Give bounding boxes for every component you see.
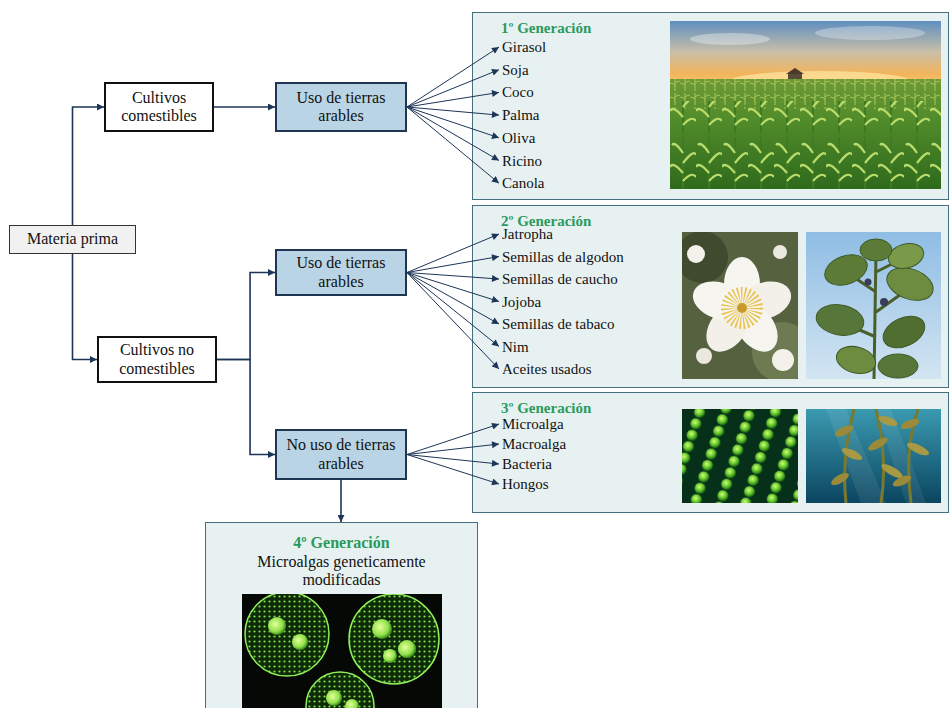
box-label: Materia prima (27, 230, 118, 248)
item-label: Semillas de tabaco (502, 315, 614, 333)
feedstock-item: Aceites usados (502, 360, 592, 378)
volvox-colonies (245, 594, 439, 708)
box-label: Cultivos comestibles (112, 89, 206, 126)
flower (688, 257, 796, 360)
feedstock-item: Jatropha (502, 225, 553, 243)
box-label: Uso de tierras arables (283, 89, 399, 126)
connector-arrow (214, 106, 275, 108)
box-label: Uso de tierras arables (283, 254, 399, 291)
generation-heading: 3º Generación (501, 399, 591, 417)
item-label: Hongos (502, 475, 549, 493)
generation-panel: 3º GeneraciónMicroalgaMacroalgaBacteriaH… (472, 392, 949, 513)
feedstock-item: Semillas de tabaco (502, 315, 614, 333)
feedstock-item: Macroalga (502, 435, 566, 453)
feedstock-item: Microalga (502, 415, 564, 433)
cornfield-photo (670, 21, 941, 189)
microalgae-photo (682, 409, 798, 503)
box-label: No uso de tierras arables (283, 436, 399, 473)
source-box: Materia prima (9, 225, 136, 254)
generation-heading: 1º Generación (501, 19, 591, 37)
generation-panel: 2º GeneraciónJatrophaSemillas de algodon… (472, 205, 949, 388)
item-label: Nim (502, 338, 529, 356)
item-label: Semillas de caucho (502, 270, 618, 288)
land-use-box: No uso de tierras arables (275, 429, 407, 480)
connector-arrow (217, 360, 275, 455)
item-label: Oliva (502, 129, 535, 147)
generation-heading: 4º Generación (293, 534, 389, 552)
item-label: Jatropha (502, 225, 553, 243)
item-label: Ricino (502, 152, 542, 170)
flower-photo (682, 232, 798, 379)
item-label: Jojoba (502, 293, 541, 311)
feedstock-item: Nim (502, 338, 529, 356)
connector-arrow (340, 480, 342, 522)
generation-panel: 4º GeneraciónMicroalgas geneticamente mo… (205, 522, 478, 708)
land-use-box: Uso de tierras arables (275, 82, 407, 132)
feedstock-item: Bacteria (502, 455, 552, 473)
item-label: Macroalga (502, 435, 566, 453)
feedstock-item: Canola (502, 174, 545, 192)
item-label: Palma (502, 106, 540, 124)
item-label: Coco (502, 83, 534, 101)
feedstock-item: Ricino (502, 152, 542, 170)
category-box: Cultivos comestibles (104, 82, 214, 132)
item-label: Soja (502, 61, 529, 79)
connector-arrow (217, 273, 275, 360)
feedstock-item: Oliva (502, 129, 535, 147)
connector-arrow (73, 254, 98, 360)
connector-arrow (73, 107, 105, 225)
feedstock-item: Palma (502, 106, 540, 124)
plant-photo (806, 232, 941, 379)
feedstock-item: Soja (502, 61, 529, 79)
category-box: Cultivos no comestibles (97, 336, 217, 383)
panel-description: Microalgas geneticamente modificadas (237, 553, 447, 589)
box-label: Cultivos no comestibles (105, 341, 209, 378)
item-label: Microalga (502, 415, 564, 433)
kelp-photo (806, 409, 941, 503)
item-label: Aceites usados (502, 360, 592, 378)
feedstock-item: Semillas de caucho (502, 270, 618, 288)
feedstock-item: Coco (502, 83, 534, 101)
feedstock-item: Jojoba (502, 293, 541, 311)
item-label: Canola (502, 174, 545, 192)
item-label: Girasol (502, 38, 546, 56)
feedstock-item: Girasol (502, 38, 546, 56)
feedstock-item: Hongos (502, 475, 549, 493)
plant (814, 239, 938, 379)
feedstock-item: Semillas de algodon (502, 248, 624, 266)
field (670, 79, 941, 189)
item-label: Semillas de algodon (502, 248, 624, 266)
volvox-photo (242, 594, 442, 708)
algae-chains (682, 409, 798, 503)
land-use-box: Uso de tierras arables (275, 249, 407, 296)
item-label: Bacteria (502, 455, 552, 473)
generation-panel: 1º GeneraciónGirasolSojaCocoPalmaOlivaRi… (472, 12, 949, 200)
kelp (829, 409, 930, 503)
